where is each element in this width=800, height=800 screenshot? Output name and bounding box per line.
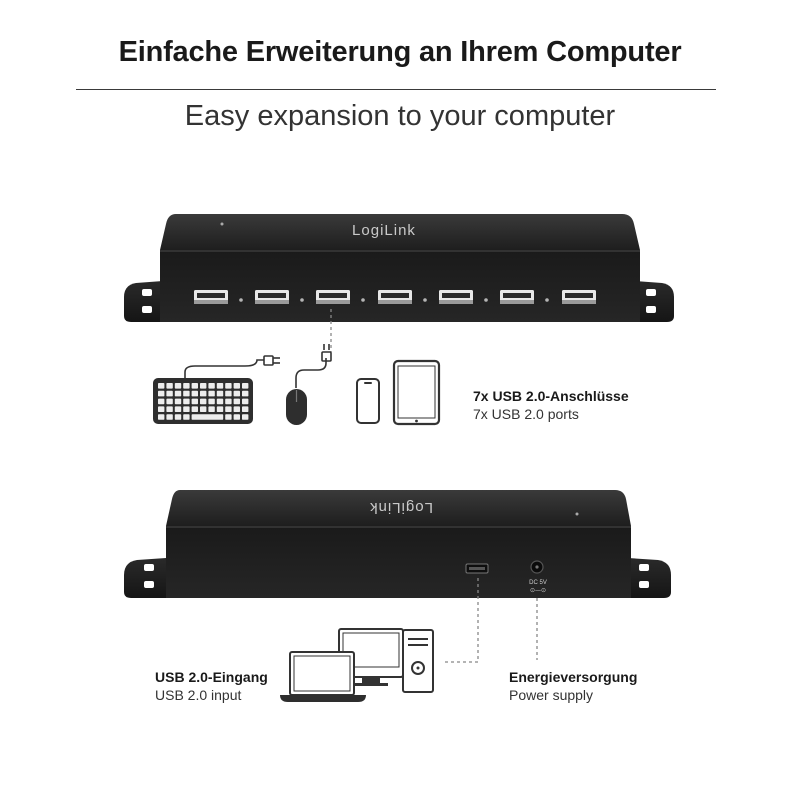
keyboard-key — [225, 414, 232, 420]
keyboard-key — [225, 398, 232, 405]
keyboard-key — [225, 406, 232, 412]
port-led-6 — [545, 298, 549, 302]
usb-port-6 — [500, 290, 534, 304]
keyboard-key — [216, 383, 224, 389]
brand-logo-rear: LogiLink — [369, 499, 433, 516]
keyboard-key — [158, 383, 165, 389]
mounting-bracket-left — [124, 281, 165, 322]
keyboard-key — [225, 390, 232, 397]
keyboard-key — [242, 398, 249, 405]
keyboard-key — [174, 390, 182, 397]
dc-polarity-label: ⊙—⊙ — [530, 587, 546, 594]
keyboard-key — [233, 406, 240, 412]
keyboard-key — [200, 390, 207, 397]
keyboard-key — [216, 398, 224, 405]
keyboard-key — [200, 406, 207, 412]
keyboard-key — [174, 398, 182, 405]
keyboard-key — [191, 398, 198, 405]
keyboard-key — [242, 383, 249, 389]
keyboard-key — [174, 414, 182, 420]
usb-port-4 — [378, 290, 412, 304]
port-led-3 — [361, 298, 365, 302]
power-callout-title: Energieversorgung — [509, 669, 638, 685]
heading-divider — [76, 89, 716, 90]
keyboard-spacebar — [191, 414, 224, 420]
keyboard-key — [183, 398, 190, 405]
keyboard-key — [166, 383, 173, 389]
keyboard-key — [208, 383, 215, 389]
keyboard-icon — [153, 355, 280, 424]
tablet-icon — [392, 359, 441, 426]
keyboard-key — [158, 414, 165, 420]
keyboard-key — [242, 390, 249, 397]
keyboard-key — [166, 414, 173, 420]
keyboard-key — [158, 406, 165, 412]
usb-hub-rear-view — [124, 490, 671, 598]
input-callout-title: USB 2.0-Eingang — [155, 669, 268, 685]
power-callout-subtitle: Power supply — [509, 687, 594, 703]
ports-callout-subtitle: 7x USB 2.0 ports — [473, 406, 579, 422]
mounting-bracket-left-rear — [124, 558, 168, 598]
keyboard-key — [242, 414, 249, 420]
mouse-icon — [286, 344, 332, 425]
keyboard-key — [200, 383, 207, 389]
keyboard-key — [158, 390, 165, 397]
keyboard-key — [158, 398, 165, 405]
mounting-bracket-right-rear — [626, 558, 671, 598]
dc-label: DC 5V — [529, 580, 547, 586]
keyboard-key — [191, 390, 198, 397]
ports-callout: 7x USB 2.0-Anschlüsse 7x USB 2.0 ports — [473, 387, 629, 423]
usb-port-2 — [255, 290, 289, 304]
usb-port-1 — [194, 290, 228, 304]
input-callout-subtitle: USB 2.0 input — [155, 687, 242, 703]
keyboard-key — [191, 406, 198, 412]
usb-port-7 — [562, 290, 596, 304]
keyboard-key — [166, 390, 173, 397]
input-leader-line — [442, 578, 479, 663]
input-callout: USB 2.0-Eingang USB 2.0 input — [155, 668, 268, 704]
keyboard-key — [200, 398, 207, 405]
keyboard-key — [166, 398, 173, 405]
keyboard-key — [174, 383, 182, 389]
keyboard-key — [183, 390, 190, 397]
keyboard-key — [233, 398, 240, 405]
usb-input-port — [465, 563, 489, 574]
ports-callout-title: 7x USB 2.0-Anschlüsse — [473, 388, 629, 404]
keyboard-key — [233, 383, 240, 389]
dc-power-jack — [530, 560, 544, 574]
keyboard-key — [183, 406, 190, 412]
keyboard-key — [216, 406, 224, 412]
keyboard-key — [208, 390, 215, 397]
mounting-bracket-right — [633, 281, 674, 322]
page-heading: Einfache Erweiterung an Ihrem Computer — [118, 36, 682, 68]
keyboard-key — [208, 398, 215, 405]
keyboard-key — [174, 406, 182, 412]
usb-port-5 — [439, 290, 473, 304]
keyboard-key — [208, 406, 215, 412]
port-led-1 — [239, 298, 243, 302]
keyboard-key — [166, 406, 173, 412]
keyboard-key — [225, 383, 232, 389]
keyboard-key — [242, 406, 249, 412]
power-callout: Energieversorgung Power supply — [509, 668, 637, 704]
usb-hub-front-view — [124, 214, 674, 322]
keyboard-key — [233, 414, 240, 420]
keyboard-key — [183, 414, 190, 420]
keyboard-key — [183, 383, 190, 389]
port-led-4 — [423, 298, 427, 302]
page-subheading: Easy expansion to your computer — [184, 100, 616, 132]
usb-port-3 — [316, 290, 350, 304]
smartphone-icon — [356, 378, 380, 424]
keyboard-key — [216, 390, 224, 397]
port-led-5 — [484, 298, 488, 302]
desktop-tower-icon — [402, 629, 434, 693]
keyboard-key — [233, 390, 240, 397]
laptop-icon — [280, 651, 366, 702]
port-led-2 — [300, 298, 304, 302]
keyboard-key — [191, 383, 198, 389]
brand-logo-top: LogiLink — [352, 222, 416, 239]
